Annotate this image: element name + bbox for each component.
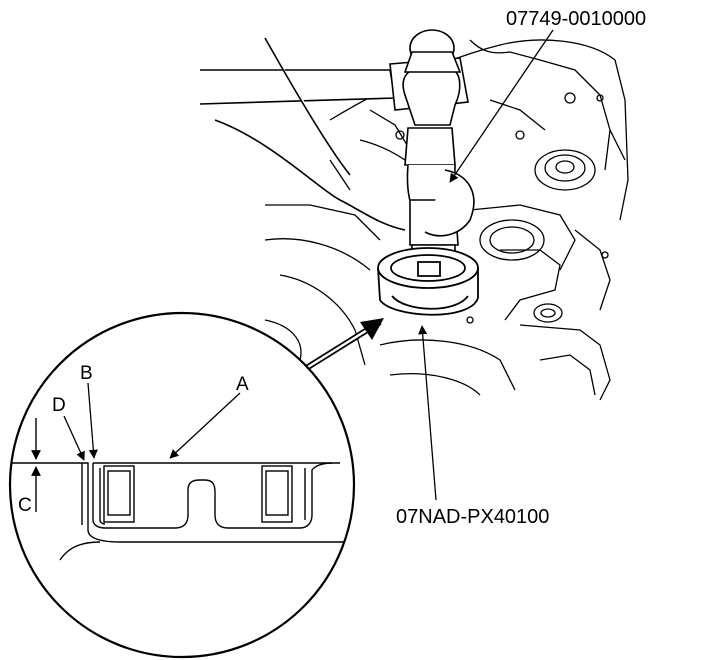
label-d: D xyxy=(52,395,66,416)
leader-d xyxy=(63,415,85,461)
driver-handle-tool xyxy=(404,127,475,263)
label-c: C xyxy=(18,495,32,516)
housing-bores xyxy=(395,92,609,324)
label-b: B xyxy=(80,363,93,384)
transmission-housing xyxy=(264,39,629,401)
leader-b xyxy=(87,382,98,459)
label-a: A xyxy=(236,374,249,395)
hammer xyxy=(199,29,469,126)
label-tool-07nad: 07NAD-PX40100 xyxy=(396,506,549,528)
leader-a xyxy=(169,392,241,459)
detail-callout-arrow xyxy=(298,318,384,375)
detail-contents xyxy=(10,462,350,561)
detail-view-circle xyxy=(8,311,356,659)
installer-attachment xyxy=(377,247,479,316)
label-tool-07749: 07749-0010000 xyxy=(506,8,646,30)
leader-07749 xyxy=(449,29,554,183)
hand-and-arm xyxy=(214,37,406,231)
leader-07nad xyxy=(418,325,437,501)
